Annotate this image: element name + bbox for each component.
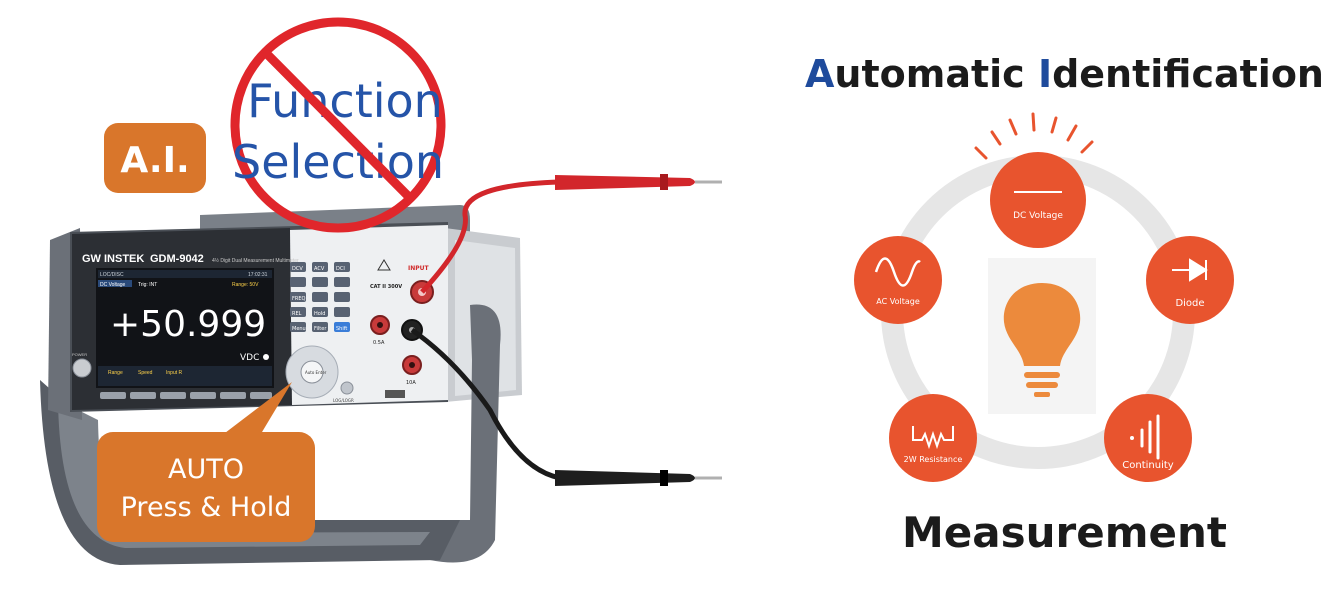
resistance-node: 2W Resistance <box>889 394 977 482</box>
key-label: Menu <box>292 326 306 332</box>
key[interactable] <box>312 307 328 317</box>
crossed-out-line2: Selection <box>232 135 444 189</box>
key-label: Hold <box>314 311 325 317</box>
heading-part1: utomatic <box>834 52 1038 96</box>
screen-time: 17:02:31 <box>248 272 268 278</box>
key-label: REL <box>292 311 302 317</box>
key[interactable] <box>290 262 306 272</box>
continuity-label: Continuity <box>1122 460 1174 471</box>
dc-voltage-label: DC Voltage <box>1013 211 1063 221</box>
meter-subtitle: 4½ Digit Dual Measurement Multimeter <box>212 257 299 264</box>
ai-badge-text: A.I. <box>120 140 189 181</box>
power-label: POWER <box>72 352 87 357</box>
heading-accent-a: A <box>805 52 835 96</box>
crossed-out-line1: Function <box>247 74 443 128</box>
lightbulb-icon <box>1003 283 1081 397</box>
terminal-05a-label: 0.5A <box>373 340 385 346</box>
key[interactable] <box>312 322 328 332</box>
key-label: Shift <box>336 326 347 332</box>
prohibition-ring <box>230 17 446 233</box>
key[interactable] <box>290 322 306 332</box>
key[interactable] <box>312 262 328 272</box>
meter-unit: VDC <box>240 353 259 363</box>
heading-part2: dentification <box>1052 52 1324 96</box>
key[interactable] <box>312 292 328 302</box>
key[interactable] <box>334 262 350 272</box>
function-selection-crossed-out: Function Selection <box>230 17 446 233</box>
soft-key[interactable] <box>220 392 246 399</box>
key[interactable] <box>334 292 350 302</box>
auto-callout: AUTO Press & Hold <box>97 382 315 542</box>
ai-badge <box>104 123 206 193</box>
screen-loc: LOC/DISC <box>100 272 124 278</box>
function-ring-diagram: DC Voltage AC Voltage Diode 2W Resistanc… <box>854 112 1234 482</box>
black-probe <box>555 470 695 486</box>
meter-reading: +50.999 <box>110 304 266 345</box>
key-label: Filter <box>314 326 327 332</box>
soft-key[interactable] <box>160 392 186 399</box>
usb-port <box>385 390 405 398</box>
bulb-glass <box>1003 283 1081 366</box>
key-label: ACV <box>314 266 325 272</box>
multimeter-illustration: GW INSTEK GDM-9042 4½ Digit Dual Measure… <box>40 17 722 565</box>
meter-model: GDM-9042 <box>150 253 204 265</box>
soft-key[interactable] <box>190 392 216 399</box>
auto-enter-label: Auto Enter <box>305 370 327 375</box>
log-button[interactable] <box>340 381 354 395</box>
diode-label: Diode <box>1175 298 1204 309</box>
black-probe-lead <box>410 327 561 481</box>
terminal-10a-label: 10A <box>406 380 416 386</box>
key[interactable] <box>334 277 350 287</box>
key-label: DCI <box>336 266 345 272</box>
shift-key[interactable] <box>334 322 350 332</box>
red-probe <box>555 175 695 190</box>
soft-keys <box>100 392 272 399</box>
callout-line2: Press & Hold <box>121 492 292 523</box>
soft-key[interactable] <box>250 392 272 399</box>
key[interactable] <box>312 277 328 287</box>
screen-mode: DC Voltage <box>100 282 126 288</box>
prohibition-slash <box>261 48 416 204</box>
key[interactable] <box>290 307 306 317</box>
callout-box <box>97 432 315 542</box>
warning-icon <box>377 259 391 271</box>
ac-voltage-label: AC Voltage <box>876 297 920 306</box>
log-label: LOG/LOGR <box>333 398 354 403</box>
soft-label-1: Range <box>108 370 123 376</box>
red-probe-lead <box>420 179 561 294</box>
ac-voltage-node: AC Voltage <box>854 236 942 324</box>
auto-identification-panel: Automatic Identification DC Vo <box>790 0 1339 600</box>
meter-handle-right <box>400 304 501 563</box>
soft-label-2: Speed <box>138 370 153 376</box>
soft-key[interactable] <box>100 392 126 399</box>
terminal-cat-label: CAT II 300V <box>370 284 402 290</box>
key[interactable] <box>334 307 350 317</box>
soft-label-3: Input R <box>166 370 183 376</box>
screen-trig: Trig: INT <box>138 282 157 288</box>
heading-measurement: Measurement <box>902 508 1227 557</box>
callout-line1: AUTO <box>168 454 244 485</box>
heading-accent-i: I <box>1037 52 1053 96</box>
key-label: FREQ <box>292 296 306 302</box>
function-keypad: DCV ACV DCI FREQ REL Hold Menu Filter Sh… <box>290 262 350 332</box>
diode-icon <box>1172 258 1208 282</box>
ac-voltage-icon <box>874 257 921 287</box>
continuity-node: Continuity <box>1104 394 1192 482</box>
diode-node: Diode <box>1146 236 1234 324</box>
screen-range: Range: 50V <box>232 282 259 288</box>
key-label: DCV <box>292 266 303 272</box>
key[interactable] <box>290 292 306 302</box>
soft-key[interactable] <box>130 392 156 399</box>
terminal-input-label: INPUT <box>408 265 430 272</box>
resistance-icon <box>912 426 954 450</box>
auto-enter-button[interactable] <box>300 360 324 384</box>
key[interactable] <box>290 277 306 287</box>
heading-automatic-identification: Automatic Identification <box>790 52 1339 96</box>
dc-voltage-node: DC Voltage <box>974 112 1094 248</box>
resistance-label: 2W Resistance <box>904 455 963 464</box>
power-button[interactable] <box>72 358 92 378</box>
continuity-icon <box>1130 414 1160 460</box>
meter-brand: GW INSTEK <box>82 253 144 265</box>
